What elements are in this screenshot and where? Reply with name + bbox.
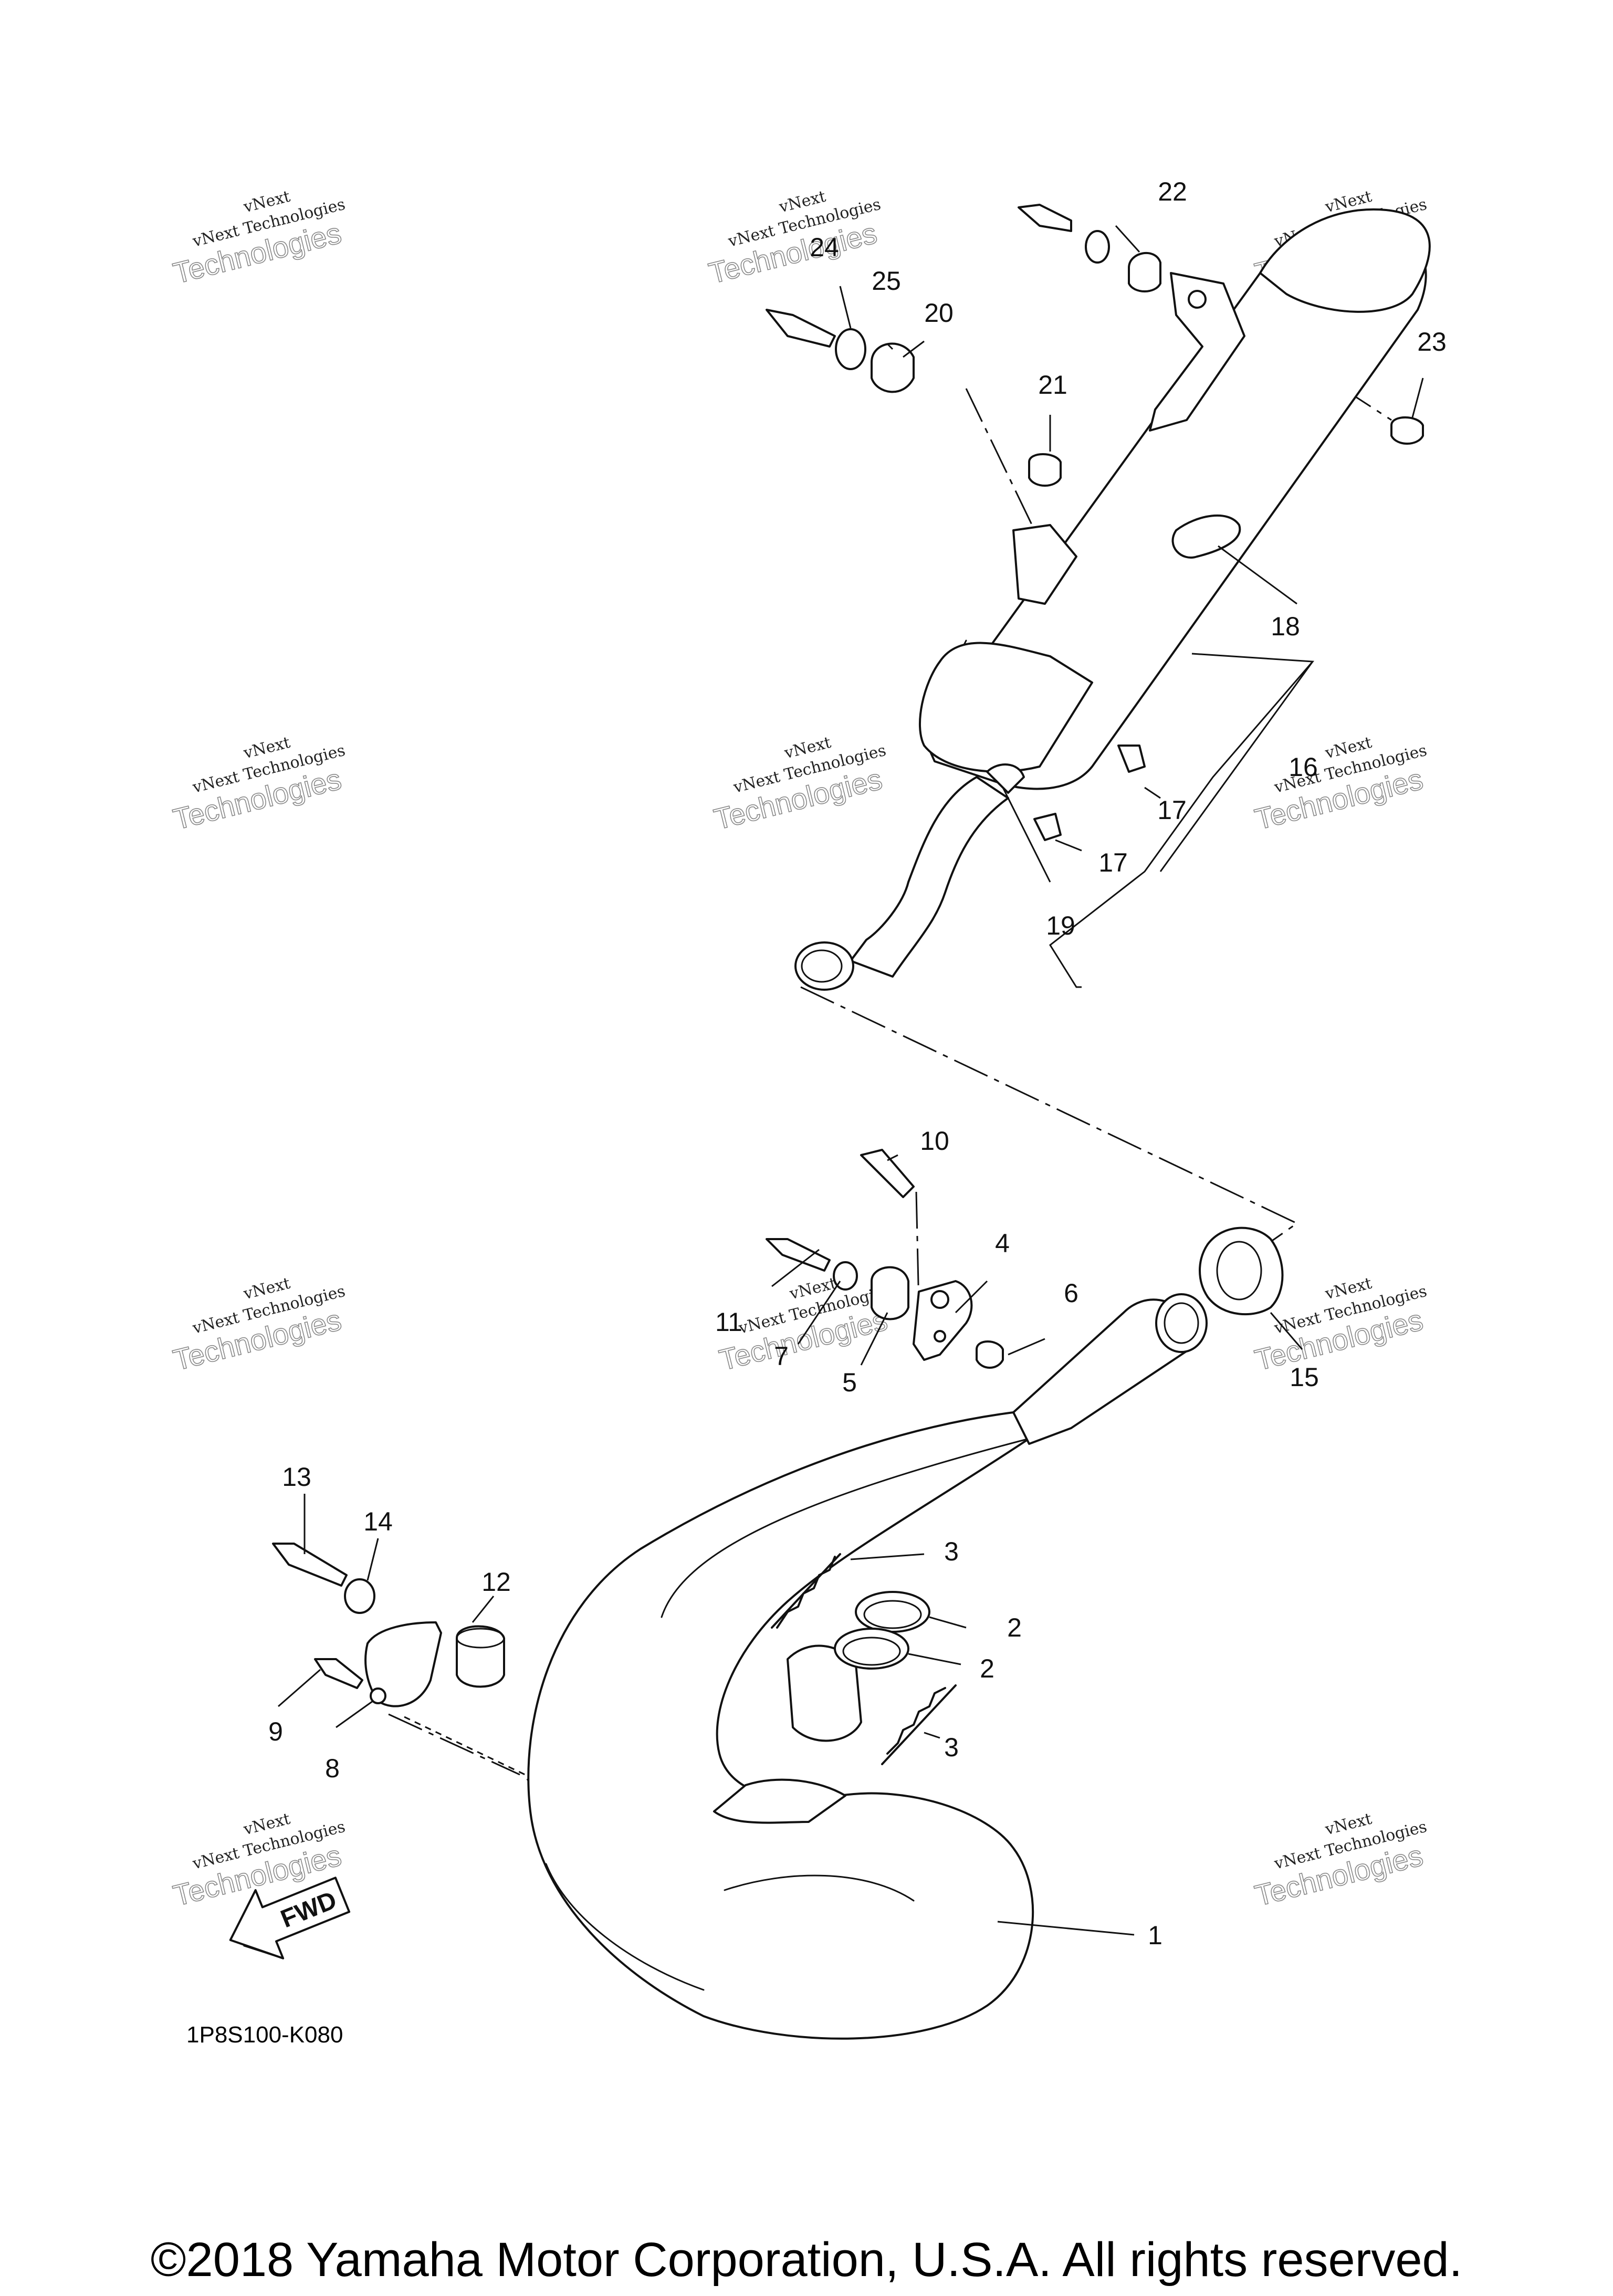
- bolt-23: [1390, 416, 1424, 445]
- callout-4: 4: [995, 1229, 1010, 1258]
- watermark-top-center: vNext vNext Technologies Technologies: [705, 187, 883, 290]
- callout-10: 10: [920, 1126, 949, 1156]
- watermark-mid-left: vNext vNext Technologies Technologies: [170, 733, 347, 836]
- muffler-assembly: [766, 204, 1431, 991]
- callout-20: 20: [924, 298, 954, 328]
- drawing-code: 1P8S100-K080: [186, 2022, 343, 2048]
- bolt-top: [1018, 204, 1072, 232]
- muffler-mount-bracket: [1149, 272, 1245, 432]
- callout-3-b: 3: [944, 1733, 959, 1762]
- pipe-flange: [787, 1644, 862, 1742]
- callout-14: 14: [363, 1507, 393, 1536]
- callout-5: 5: [842, 1368, 857, 1397]
- muffler-front-bracket: [1012, 524, 1077, 605]
- callout-17-b: 17: [1098, 848, 1128, 877]
- callout-7: 7: [774, 1341, 789, 1371]
- callout-2-b: 2: [980, 1654, 994, 1683]
- grommet-20: [871, 342, 915, 393]
- grommet-5: [871, 1266, 909, 1320]
- watermark-mid-center: vNext vNext Technologies Technologies: [710, 733, 888, 836]
- exhaust-pipe-assembly: [272, 1149, 1284, 2040]
- callout-15: 15: [1290, 1362, 1319, 1392]
- washer-25: [835, 328, 866, 370]
- callout-6: 6: [1064, 1278, 1078, 1308]
- muffler-inlet: [794, 941, 854, 991]
- callout-17-a: 17: [1157, 795, 1187, 825]
- collar-12: [456, 1625, 505, 1688]
- callout-22: 22: [1158, 177, 1187, 206]
- seal-2-a: [855, 1591, 930, 1633]
- callout-9: 9: [268, 1717, 283, 1746]
- callout-25: 25: [872, 266, 901, 296]
- screw-17-a: [1117, 745, 1146, 773]
- damper-pad-18: [1171, 514, 1241, 559]
- bolt-24: [766, 309, 836, 348]
- grommet-22: [1128, 252, 1161, 292]
- watermark-lower-left: vNext vNext Technologies Technologies: [170, 1274, 347, 1377]
- bolt-9: [314, 1658, 363, 1689]
- muffler-end-cap: [1259, 208, 1431, 313]
- callout-19: 19: [1046, 911, 1075, 940]
- watermark-top-left: vNext vNext Technologies Technologies: [170, 187, 347, 290]
- callout-3-a: 3: [944, 1537, 959, 1566]
- copyright-footer: ©2018 Yamaha Motor Corporation, U.S.A. A…: [151, 2233, 1462, 2287]
- leader-lines: [278, 225, 1424, 1936]
- watermark-mid-right: vNext vNext Technologies Technologies: [1251, 733, 1429, 836]
- watermark-bottom-right: vNext vNext Technologies Technologies: [1251, 1810, 1429, 1913]
- callout-8: 8: [325, 1754, 340, 1783]
- bolt-11: [766, 1238, 831, 1272]
- joint-15: [1199, 1226, 1284, 1316]
- callout-23: 23: [1417, 327, 1447, 357]
- callout-21: 21: [1038, 370, 1067, 400]
- bracket-8: [364, 1621, 442, 1707]
- clip-19: [986, 763, 1025, 794]
- bolt-13: [272, 1543, 348, 1587]
- callout-11: 11: [715, 1307, 742, 1337]
- callout-2-a: 2: [1007, 1613, 1022, 1642]
- callout-1: 1: [1148, 1921, 1162, 1950]
- spring-3-a: [771, 1553, 841, 1629]
- bolt-10: [860, 1149, 915, 1198]
- callout-24: 24: [810, 233, 839, 262]
- callout-18: 18: [1271, 612, 1300, 641]
- callout-16: 16: [1289, 752, 1318, 782]
- callout-numbers: 22 24 25 20 21 23 18 16 17 17 19 10 4 6 …: [268, 177, 1447, 1950]
- collar-6: [976, 1340, 1004, 1369]
- callout-13: 13: [282, 1462, 311, 1492]
- seal-2-b: [834, 1628, 909, 1670]
- muffler-front-pipe: [850, 776, 1009, 978]
- screw-17-b: [1033, 813, 1062, 841]
- washer-14: [344, 1578, 375, 1614]
- callout-12: 12: [481, 1567, 511, 1597]
- collar-21: [1028, 453, 1062, 487]
- exhaust-pipe-1: [527, 1411, 1034, 2040]
- spring-3-b: [881, 1684, 957, 1765]
- bracket-4: [913, 1280, 973, 1361]
